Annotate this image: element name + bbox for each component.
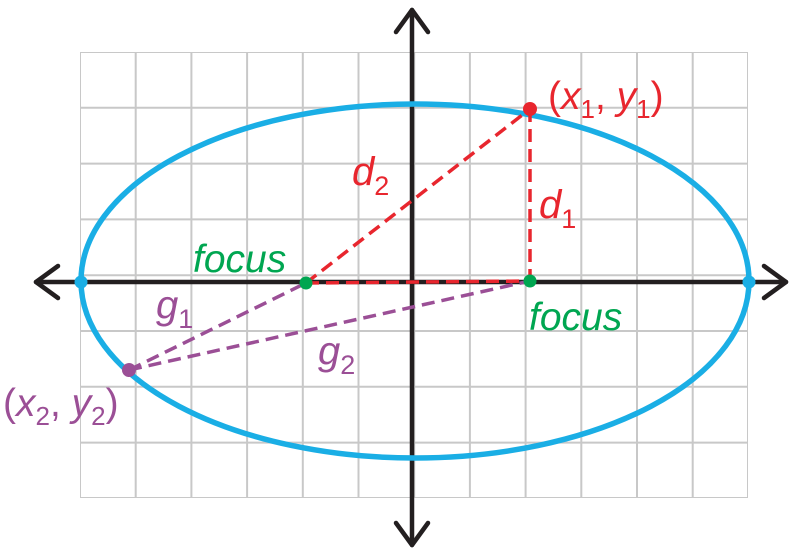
vertex-left-point [74,275,88,289]
point-x1-y1-label: (x1, y1) [548,75,664,124]
g2-sub: 2 [340,350,355,380]
p1-y: y [614,75,639,118]
point-x2-y2-label: (x2, y2) [3,382,119,431]
p2-close: ) [106,382,119,425]
y-axis-bottom-arrow [393,520,431,548]
focus-right-label: focus [529,296,622,339]
p2-x: x [14,382,37,425]
g1-sub: 1 [178,304,193,334]
point-x1-y1 [523,102,537,116]
p2-y: y [69,382,94,425]
d2-label: d2 [352,150,389,201]
g2-base: g [318,329,340,373]
d-segments [304,107,532,285]
g2-label: g2 [318,329,355,380]
p2-ysub: 2 [91,401,105,431]
d1-sub: 1 [561,204,576,234]
g1-base: g [156,283,178,327]
x-axis-right-arrow [761,263,789,301]
vertex-right-point [742,275,756,289]
axes [33,7,789,548]
d2-base: d [352,150,376,194]
x-axis-left-arrow [33,263,61,301]
p1-xsub: 1 [581,94,595,124]
y-axis-top-arrow [393,7,431,35]
g-segments [128,279,531,372]
d1-label: d1 [539,183,576,234]
p1-close: ) [651,75,664,118]
g2-segment [128,279,531,372]
g1-label: g1 [156,283,193,334]
p1-ysub: 1 [636,94,650,124]
p2-xsub: 2 [36,401,50,431]
focus-right-point [523,274,537,288]
d2-segment [304,107,532,285]
p1-x: x [559,75,582,118]
focus-left-point [299,276,313,290]
p2-open: ( [3,382,16,425]
d1-base: d [539,183,563,227]
p2-comma: , [50,382,72,425]
g1-segment [128,281,307,372]
focal-segment [305,279,531,285]
p1-open: ( [548,75,561,118]
focus-left-label: focus [193,238,286,281]
p1-comma: , [595,75,617,118]
d2-sub: 2 [374,171,389,201]
point-x2-y2 [122,363,136,377]
